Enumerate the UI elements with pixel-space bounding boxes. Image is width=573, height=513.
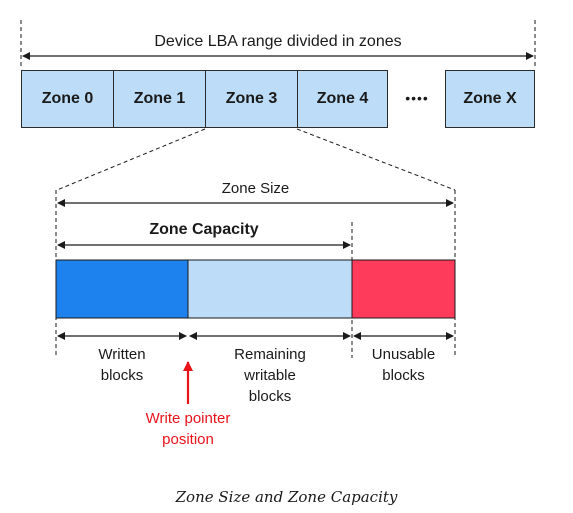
zone-size-label: Zone Size (221, 180, 290, 197)
zone-4-box: Zone 4 (297, 70, 388, 128)
zone-1-box: Zone 1 (113, 70, 206, 128)
zoom-right-dashed-line (296, 128, 456, 191)
written-label-line2: blocks (100, 367, 144, 384)
write-pointer-label: Write pointer position (118, 408, 258, 450)
lba-range-label: Device LBA range divided in zones (154, 33, 402, 50)
zone-0-box: Zone 0 (21, 70, 114, 128)
remaining-blocks-segment (187, 259, 353, 319)
remaining-blocks-label: Remaining writable blocks (188, 344, 352, 407)
zone-capacity-label: Zone Capacity (149, 221, 259, 238)
zone-ellipsis: •••• (405, 90, 429, 106)
written-label-line1: Written (98, 346, 146, 363)
remaining-label-line2: writable (244, 367, 296, 384)
remaining-label-line1: Remaining (234, 346, 306, 363)
zone-3-box: Zone 3 (205, 70, 298, 128)
figure-caption: Zone Size and Zone Capacity (175, 488, 398, 506)
write-pointer-line2: position (162, 431, 214, 448)
write-pointer-line1: Write pointer (145, 410, 231, 427)
unusable-label-line1: Unusable (371, 346, 436, 363)
unusable-blocks-label: Unusable blocks (352, 344, 455, 386)
written-blocks-segment (55, 259, 189, 319)
zone-x-box: Zone X (445, 70, 535, 128)
written-blocks-label: Written blocks (56, 344, 188, 386)
remaining-label-line3: blocks (248, 388, 292, 405)
zoom-left-dashed-line (56, 128, 206, 191)
unusable-label-line2: blocks (382, 367, 425, 384)
unusable-blocks-segment (351, 259, 456, 319)
